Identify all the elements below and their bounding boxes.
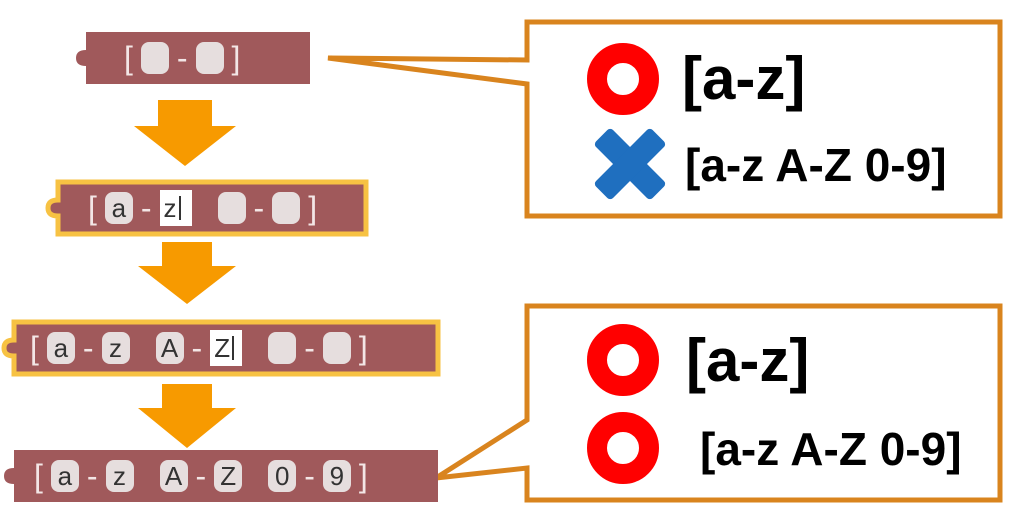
range-end-slot[interactable]: 9 <box>322 460 351 492</box>
range-end-slot[interactable]: Z <box>214 460 243 492</box>
range-end-slot[interactable] <box>322 332 351 364</box>
close-bracket: ] <box>308 190 318 226</box>
range-start-slot[interactable] <box>140 42 169 74</box>
callout-top-box <box>327 19 1003 219</box>
open-bracket: [ <box>34 458 43 494</box>
down-arrow-3 <box>138 384 236 448</box>
callout-bottom-box <box>434 303 1003 503</box>
range-end-slot[interactable]: z <box>101 332 130 364</box>
text-caret <box>232 336 235 360</box>
regex-block-4[interactable]: [ a - z A - Z 0 - 9 ] <box>4 450 438 502</box>
range-dash: - <box>140 190 152 226</box>
range-dash: - <box>253 190 265 226</box>
range-start-slot[interactable]: a <box>46 332 75 364</box>
close-bracket: ] <box>231 40 241 76</box>
range-start-slot[interactable]: 0 <box>268 460 297 492</box>
regex-block-3[interactable]: [ a - z A - Z - ] <box>1 319 441 377</box>
text-caret <box>178 196 181 220</box>
range-start-slot[interactable]: a <box>104 192 133 224</box>
callout-bottom-line2: [a-z A-Z 0-9] <box>700 423 962 475</box>
range-dash: - <box>176 40 188 76</box>
range-dash: - <box>304 330 315 366</box>
callout-bottom-line1: [a-z] <box>686 327 810 394</box>
range-start-slot[interactable] <box>268 332 297 364</box>
range-end-slot[interactable]: z <box>105 460 134 492</box>
callout-top-line2: [a-z A-Z 0-9] <box>685 139 947 191</box>
down-arrow-2 <box>138 242 236 304</box>
circle-icon <box>587 412 659 484</box>
range-end-slot-editing[interactable]: z <box>159 190 192 226</box>
regex-block-1[interactable]: [ - ] <box>76 32 310 84</box>
cross-icon <box>594 128 666 200</box>
range-dash: - <box>82 330 94 366</box>
range-dash: - <box>191 330 203 366</box>
circle-icon <box>587 43 659 115</box>
range-start-slot[interactable]: A <box>159 460 188 492</box>
close-bracket: ] <box>358 458 368 494</box>
open-bracket: [ <box>30 330 39 366</box>
range-end-slot-editing[interactable]: Z <box>210 330 243 366</box>
open-bracket: [ <box>88 190 97 226</box>
regex-block-2[interactable]: [ a - z - ] <box>45 179 369 237</box>
close-bracket: ] <box>358 330 368 366</box>
range-end-slot[interactable] <box>195 42 224 74</box>
range-dash: - <box>195 458 207 494</box>
range-end-slot[interactable] <box>272 192 301 224</box>
down-arrow-1 <box>134 100 236 166</box>
range-start-slot[interactable] <box>217 192 246 224</box>
range-dash: - <box>304 458 315 494</box>
open-bracket: [ <box>124 40 133 76</box>
range-start-slot[interactable]: A <box>155 332 184 364</box>
circle-icon <box>587 324 659 396</box>
callout-top-line1: [a-z] <box>682 45 806 112</box>
range-dash: - <box>86 458 98 494</box>
range-start-slot[interactable]: a <box>50 460 79 492</box>
